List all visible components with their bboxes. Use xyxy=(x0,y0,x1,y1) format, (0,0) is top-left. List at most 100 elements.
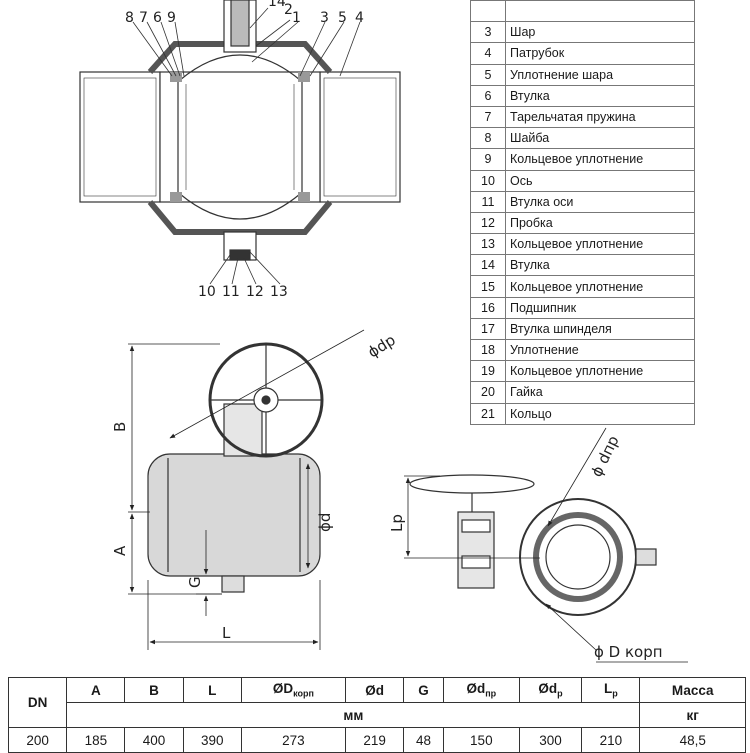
val-dn: 200 xyxy=(7,727,68,753)
part-number: 21 xyxy=(470,402,506,425)
part-number: 19 xyxy=(470,360,506,383)
callouts: 8 7 6 9 14 2 1 3 5 4 10 11 12 13 xyxy=(125,0,364,300)
part-name: Уплотнение шара xyxy=(505,63,695,86)
col-dn: DN xyxy=(7,677,68,728)
leader-dkorp xyxy=(545,603,597,651)
gearbox xyxy=(223,403,263,457)
handwheel-side xyxy=(409,474,535,494)
col-dp: Ødр xyxy=(518,677,583,703)
dim-a: A xyxy=(111,545,129,556)
part-number: 20 xyxy=(470,381,506,404)
part-name: Тарельчатая пружина xyxy=(505,105,695,129)
part-name: Кольцевое уплотнение xyxy=(505,148,695,171)
col-dpr: Ødпр xyxy=(442,677,520,703)
col-lp: Lр xyxy=(581,677,641,703)
part-number: 8 xyxy=(470,127,506,150)
unit-kg: кг xyxy=(639,702,746,728)
val-g: 48 xyxy=(403,727,444,753)
part-name: Кольцевое уплотнение xyxy=(505,360,695,383)
part-name: Пробка xyxy=(505,211,695,235)
callout-3: 3 xyxy=(320,10,329,26)
spec-data-row: 200 185 400 390 273 219 48 150 300 210 4… xyxy=(7,727,746,753)
val-l: 390 xyxy=(182,727,242,753)
dim-d: ϕd xyxy=(316,513,334,532)
section-view xyxy=(79,0,401,261)
val-d: 219 xyxy=(344,727,405,753)
spec-units-row: мм кг xyxy=(9,702,746,728)
part-name: Кольцевое уплотнение xyxy=(505,275,695,298)
leader-dp xyxy=(169,329,365,439)
part-name: Кольцо xyxy=(505,402,695,425)
flange-ring xyxy=(533,512,623,602)
part-name xyxy=(505,0,695,23)
part-name: Шайба xyxy=(505,127,695,150)
part-number: 12 xyxy=(470,211,506,235)
dim-lp: Lр xyxy=(388,514,406,532)
dim-g: G xyxy=(186,576,204,588)
part-number: 18 xyxy=(470,338,506,362)
callout-5: 5 xyxy=(338,10,347,26)
val-a: 185 xyxy=(66,727,126,753)
callout-12: 12 xyxy=(246,284,264,300)
part-name: Гайка xyxy=(505,381,695,404)
front-view xyxy=(147,342,324,593)
spec-table: DN A B L ØDкорп Ød G Ødпр Ødр Lр Масса м… xyxy=(7,677,746,753)
part-number: 3 xyxy=(470,21,506,44)
part-number: 11 xyxy=(470,190,506,213)
side-dims xyxy=(404,427,688,663)
col-g: G xyxy=(403,677,444,703)
dim-dkorp: ϕ D корп xyxy=(594,643,663,661)
callout-10: 10 xyxy=(198,284,216,300)
ball xyxy=(179,54,301,220)
col-d: Ød xyxy=(344,677,405,703)
part-number: 6 xyxy=(470,84,506,107)
col-b: B xyxy=(124,677,184,703)
dim-l: L xyxy=(222,624,231,642)
body-bottom xyxy=(147,200,333,235)
callout-7: 7 xyxy=(139,10,148,26)
part-name: Шар xyxy=(505,21,695,44)
val-dpr: 150 xyxy=(442,727,520,753)
val-lp: 210 xyxy=(581,727,641,753)
callout-11: 11 xyxy=(222,284,240,300)
callout-lines xyxy=(132,7,361,285)
right-pipe xyxy=(319,71,401,203)
part-number: 16 xyxy=(470,296,506,319)
part-number: 5 xyxy=(470,63,506,86)
callout-4: 4 xyxy=(355,10,364,26)
part-name: Втулка xyxy=(505,254,695,277)
part-number: 10 xyxy=(470,169,506,192)
unit-mm: мм xyxy=(66,702,641,728)
dim-b: B xyxy=(111,422,129,432)
part-name: Втулка xyxy=(505,84,695,107)
callout-8: 8 xyxy=(125,10,134,26)
part-name: Кольцевое уплотнение xyxy=(505,233,695,256)
side-view xyxy=(409,474,657,616)
callout-2: 2 xyxy=(284,2,293,18)
val-dkorp: 273 xyxy=(240,727,346,753)
side-plug xyxy=(635,548,657,566)
part-name: Втулка оси xyxy=(505,190,695,213)
parts-row xyxy=(470,0,695,23)
part-number: 13 xyxy=(470,233,506,256)
part-name: Уплотнение xyxy=(505,338,695,362)
